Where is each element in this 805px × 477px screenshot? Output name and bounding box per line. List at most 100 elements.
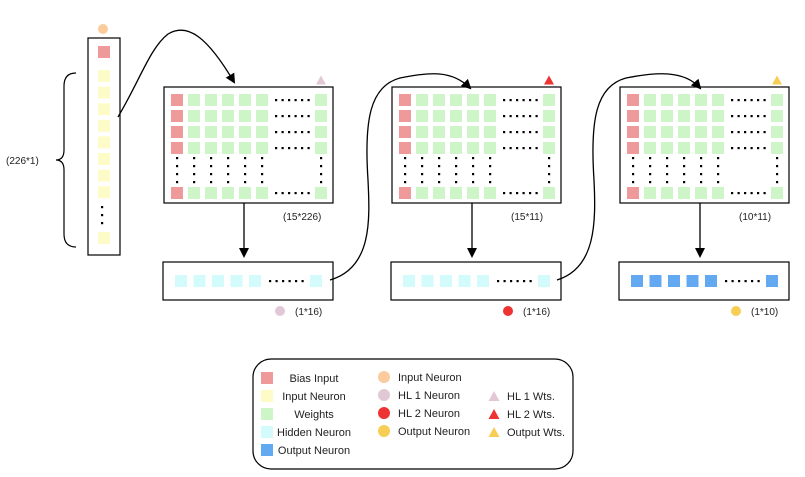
legend-label: HL 2 Wts. [507, 409, 555, 421]
ellipsis-dot [757, 115, 760, 118]
ellipsis-dot [516, 192, 519, 195]
ellipsis-dot [683, 157, 686, 160]
ellipsis-dot [522, 131, 525, 134]
ellipsis-dot [776, 165, 779, 168]
weight-cell [771, 94, 783, 106]
ellipsis-dot [731, 280, 734, 283]
weights-matrix: (15*226) [163, 75, 334, 223]
weights-size-label: (15*226) [283, 212, 321, 223]
ellipsis-dot [522, 115, 525, 118]
ellipsis-dot [516, 280, 519, 283]
bias-input-cell [98, 46, 110, 58]
weight-cell [543, 187, 555, 199]
bias-cell [627, 126, 639, 138]
ellipsis-dot [683, 173, 686, 176]
ellipsis-dot [737, 147, 740, 150]
weight-cell [315, 187, 327, 199]
weight-cell [467, 142, 479, 154]
weight-cell [467, 110, 479, 122]
ellipsis-dot [455, 181, 458, 184]
ellipsis-dot [404, 157, 407, 160]
connections [117, 29, 702, 281]
ellipsis-dot [744, 280, 747, 283]
ellipsis-dot [307, 115, 310, 118]
ellipsis-dot [288, 192, 291, 195]
neuron-cell [249, 275, 261, 287]
legend-swatch-bias-input [261, 372, 273, 384]
ellipsis-dot [210, 157, 213, 160]
neuron-cell [193, 275, 206, 287]
ellipsis-dot [244, 165, 247, 168]
ellipsis-dot [503, 131, 506, 134]
ellipsis-dot [294, 99, 297, 102]
neuron-cell [668, 275, 680, 287]
legend-label: Input Neuron [398, 372, 462, 384]
weight-cell [543, 126, 555, 138]
neuron-row: (1*16) [390, 261, 562, 318]
legend-label: Hidden Neuron [277, 427, 351, 439]
ellipsis-dot [757, 280, 760, 283]
ellipsis-dot [535, 131, 538, 134]
bias-cell [399, 142, 411, 154]
ellipsis-dot [227, 157, 230, 160]
neurons-marker-circle [275, 306, 285, 316]
weight-cell [543, 110, 555, 122]
ellipsis-dot [281, 115, 284, 118]
ellipsis-dot [288, 115, 291, 118]
ellipsis-dot [529, 147, 532, 150]
ellipsis-dot [535, 99, 538, 102]
ellipsis-dot [455, 173, 458, 176]
ellipsis-dot [763, 131, 766, 134]
ellipsis-dot [210, 181, 213, 184]
weight-cell [644, 142, 656, 154]
ellipsis-dot [438, 157, 441, 160]
weight-cell [644, 187, 656, 199]
ellipsis-dot [281, 147, 284, 150]
ellipsis-dot [288, 280, 291, 283]
neuron-cell [440, 275, 452, 287]
ellipsis-dot [700, 157, 703, 160]
weight-cell [712, 110, 724, 122]
ellipsis-dot [227, 165, 230, 168]
weight-cell [467, 187, 479, 199]
ellipsis-dot [700, 173, 703, 176]
input-neuron-cell [98, 186, 110, 199]
legend-swatch-hl-2-neuron [378, 407, 390, 419]
ellipsis-dot [503, 147, 506, 150]
neuron-cell [766, 275, 778, 287]
ellipsis-dot [294, 131, 297, 134]
weight-cell [484, 94, 496, 106]
weights-marker-triangle [544, 75, 554, 85]
ellipsis-dot [763, 99, 766, 102]
bias-cell [627, 187, 639, 199]
input-neuron-cell [98, 103, 110, 116]
ellipsis-dot [632, 157, 635, 160]
ellipsis-dot [227, 181, 230, 184]
neuron-cell [538, 275, 550, 287]
ellipsis-dot [523, 280, 526, 283]
neurons-1-to-weights-2-arrow [329, 73, 472, 281]
legend-swatch-output-wts- [488, 427, 500, 437]
legend-label: Bias Input [290, 373, 339, 385]
legend-label: Input Neuron [282, 391, 346, 403]
ellipsis-dot [294, 192, 297, 195]
ellipsis-dot [438, 173, 441, 176]
ellipsis-dot [744, 147, 747, 150]
input-neuron-cell [98, 86, 110, 99]
weight-cell [188, 142, 200, 154]
ellipsis-dot [294, 147, 297, 150]
ellipsis-dot [301, 280, 304, 283]
ellipsis-dot [288, 99, 291, 102]
input-column: (226*1) [6, 24, 121, 256]
weight-cell [450, 142, 462, 154]
ellipsis-dot [301, 131, 304, 134]
ellipsis-dot [522, 147, 525, 150]
bias-cell [171, 142, 183, 154]
legend-box [252, 358, 574, 470]
weight-cell [661, 126, 673, 138]
weight-cell [450, 110, 462, 122]
ellipsis-dot [516, 99, 519, 102]
ellipsis-dot [261, 173, 264, 176]
weights-marker-triangle [316, 75, 326, 85]
weight-cell [315, 126, 327, 138]
